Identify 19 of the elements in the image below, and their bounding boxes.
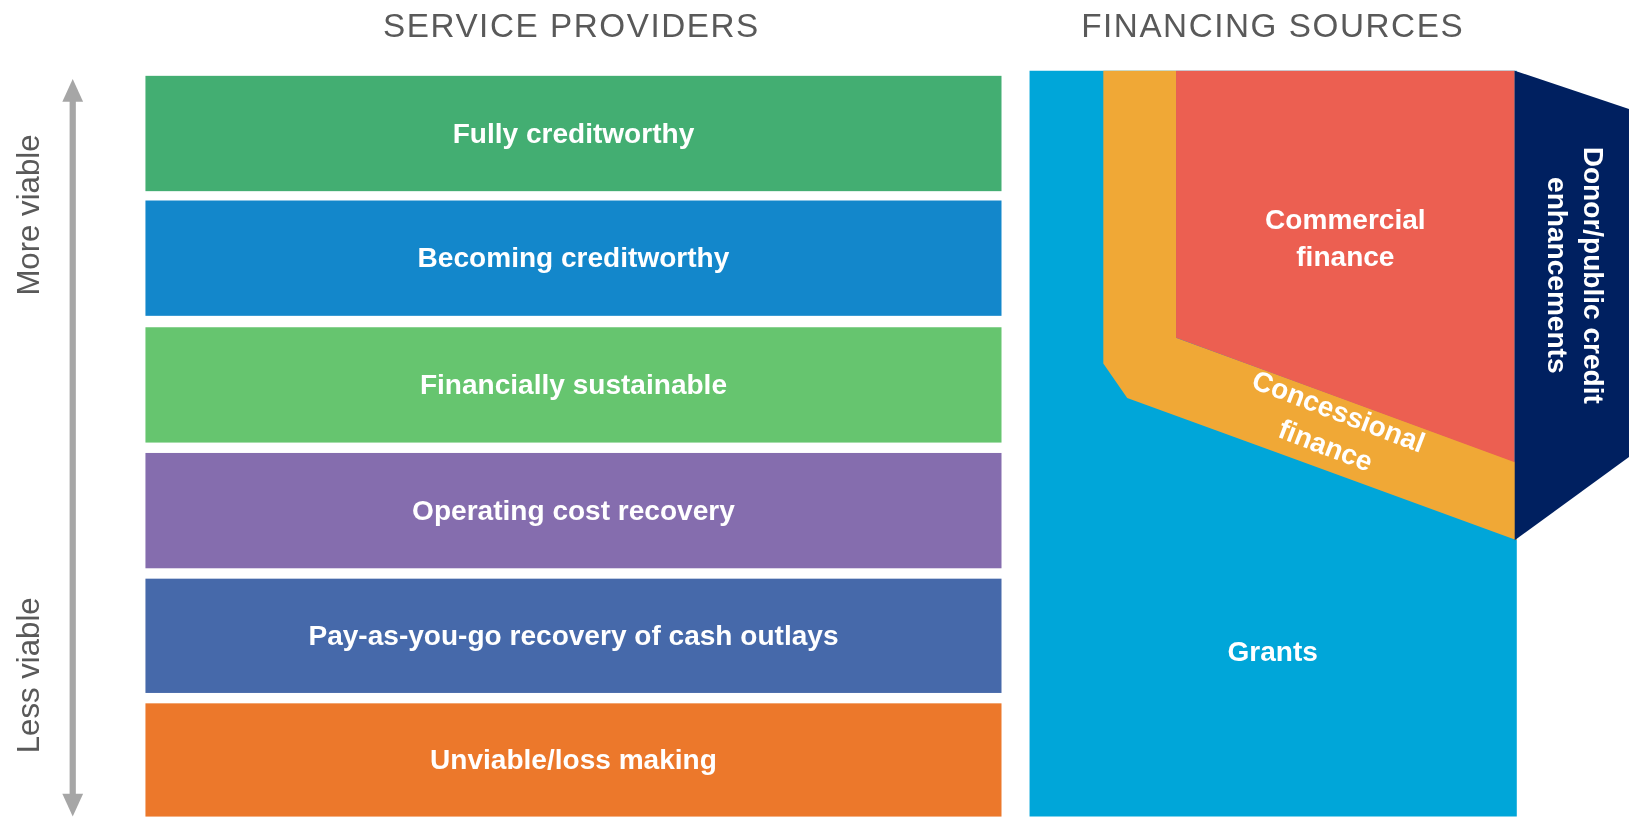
tier-label: Financially sustainable — [418, 367, 728, 402]
tier-band — [145, 703, 1002, 817]
tier-band — [145, 452, 1002, 569]
financing-label: Commercial finance — [1264, 203, 1427, 275]
tier-label: Unviable/loss making — [429, 742, 718, 777]
tier-band — [145, 75, 1002, 192]
section-heading: SERVICE PROVIDERS — [382, 6, 760, 46]
section-heading: FINANCING SOURCES — [1081, 6, 1465, 46]
tier-label: Pay-as-you-go recovery of cash outlays — [307, 618, 840, 653]
tier-label: Becoming creditworthy — [416, 241, 731, 276]
tier-band — [145, 200, 1002, 316]
tier-band — [145, 578, 1002, 693]
financing-label: Grants — [1226, 635, 1319, 670]
financing-label: Donor/public credit enhancements — [1540, 145, 1611, 406]
tier-label: Operating cost recovery — [411, 493, 736, 528]
tier-label: Fully creditworthy — [451, 116, 696, 151]
axis-label: More viable — [11, 134, 47, 296]
tier-band — [145, 327, 1002, 443]
axis-label: Less viable — [11, 597, 47, 754]
